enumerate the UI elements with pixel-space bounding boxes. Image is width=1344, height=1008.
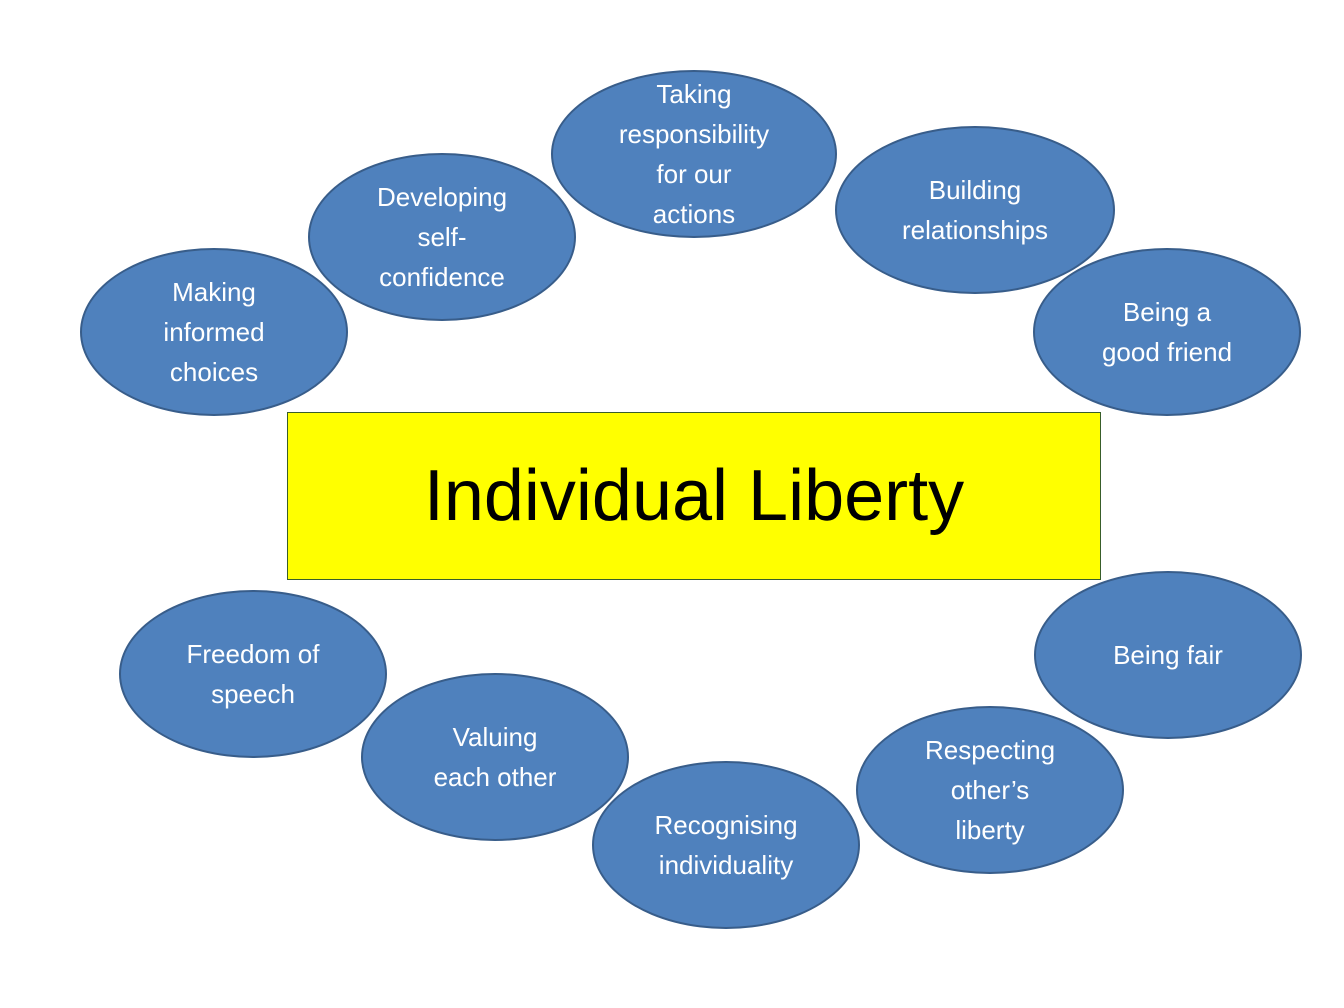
node-label: Being fair	[1113, 640, 1223, 670]
node-label: Taking responsibility for our actions	[618, 79, 770, 229]
node-label: Respecting other’s liberty	[924, 735, 1056, 845]
node-respecting-others-liberty: Respecting other’s liberty	[856, 706, 1124, 874]
node-label: Valuing each other	[433, 722, 557, 792]
node-label: Building relationships	[902, 175, 1048, 245]
node-being-fair: Being fair	[1034, 571, 1302, 739]
node-developing-self-confidence: Developing self- confidence	[308, 153, 576, 321]
central-concept-box: Individual Liberty	[287, 412, 1101, 580]
node-label: Being a good friend	[1101, 297, 1233, 367]
node-label: Freedom of speech	[186, 639, 320, 709]
node-valuing-each-other: Valuing each other	[361, 673, 629, 841]
node-building-relationships: Building relationships	[835, 126, 1115, 294]
central-concept-title: Individual Liberty	[423, 456, 965, 536]
node-taking-responsibility: Taking responsibility for our actions	[551, 70, 837, 238]
node-being-a-good-friend: Being a good friend	[1033, 248, 1301, 416]
node-label: Recognising individuality	[654, 810, 798, 880]
node-making-informed-choices: Making informed choices	[80, 248, 348, 416]
node-recognising-individuality: Recognising individuality	[592, 761, 860, 929]
node-label: Making informed choices	[163, 277, 265, 387]
node-freedom-of-speech: Freedom of speech	[119, 590, 387, 758]
node-label: Developing self- confidence	[376, 182, 508, 292]
